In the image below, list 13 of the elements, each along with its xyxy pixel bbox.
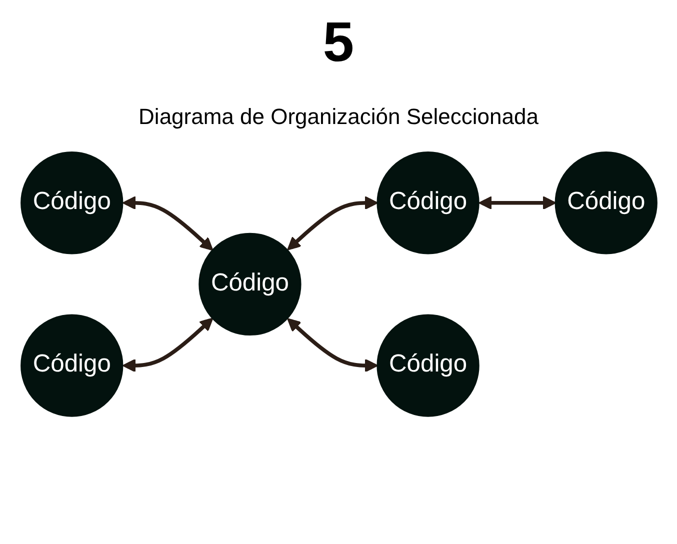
arrow	[478, 196, 556, 210]
arrow	[122, 196, 213, 251]
node-circle: Código	[376, 152, 479, 254]
number-heading: 5	[322, 14, 356, 70]
node-circle: Código	[554, 152, 657, 254]
arrow	[286, 196, 378, 250]
arrow	[286, 318, 378, 372]
node-circle: Código	[20, 152, 123, 254]
arrow	[122, 318, 213, 372]
diagram-title: Diagrama de Organización Seleccionada	[138, 104, 540, 130]
node-circle: Código	[198, 232, 301, 336]
node-circle: Código	[376, 314, 479, 417]
node-circle: Código	[20, 314, 123, 417]
